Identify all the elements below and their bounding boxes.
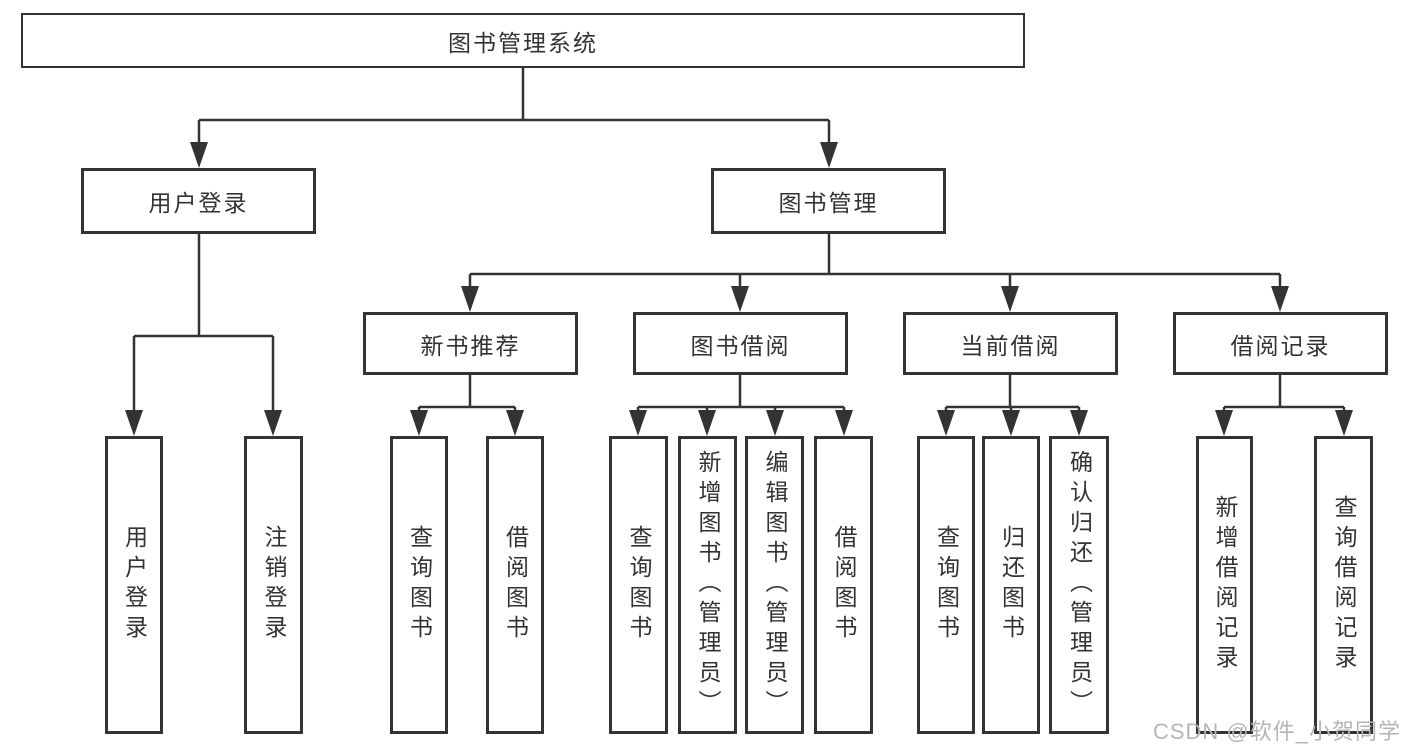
node-new-book-recommend-label: 新书推荐 bbox=[420, 332, 521, 359]
node-current-borrow-label: 当前借阅 bbox=[960, 332, 1061, 359]
leaf-query-borrow-record: 查询借阅记录 bbox=[1314, 436, 1373, 734]
node-root: 图书管理系统 bbox=[21, 13, 1025, 68]
leaf-add-books-admin: 新增图书（管理员） bbox=[678, 436, 737, 734]
node-current-borrow: 当前借阅 bbox=[903, 312, 1118, 375]
leaf-return-books: 归还图书 bbox=[982, 436, 1040, 734]
leaf-query-books-current: 查询图书 bbox=[917, 436, 975, 734]
node-user-login-label: 用户登录 bbox=[148, 190, 249, 216]
leaf-add-borrow-record: 新增借阅记录 bbox=[1196, 436, 1253, 734]
node-book-borrow-label: 图书借阅 bbox=[690, 332, 791, 359]
leaf-edit-books-admin: 编辑图书（管理员） bbox=[745, 436, 804, 734]
leaf-borrow-books-recommend: 借阅图书 bbox=[486, 436, 544, 734]
leaf-confirm-return-admin: 确认归还（管理员） bbox=[1049, 436, 1109, 734]
node-book-borrow: 图书借阅 bbox=[633, 312, 848, 375]
node-book-management: 图书管理 bbox=[711, 168, 946, 234]
csdn-watermark: CSDN @软件_小贺同学 bbox=[1152, 719, 1401, 744]
node-new-book-recommend: 新书推荐 bbox=[363, 312, 578, 375]
leaf-query-books-borrow: 查询图书 bbox=[609, 436, 668, 734]
node-borrow-records: 借阅记录 bbox=[1173, 312, 1388, 375]
node-root-label: 图书管理系统 bbox=[448, 29, 598, 56]
node-book-management-label: 图书管理 bbox=[778, 190, 879, 216]
leaf-borrow-books: 借阅图书 bbox=[814, 436, 873, 734]
leaf-user-login: 用户登录 bbox=[105, 436, 163, 734]
node-borrow-records-label: 借阅记录 bbox=[1230, 332, 1331, 359]
node-user-login: 用户登录 bbox=[81, 168, 316, 234]
leaf-query-books-recommend: 查询图书 bbox=[390, 436, 448, 734]
leaf-logout: 注销登录 bbox=[244, 436, 303, 734]
